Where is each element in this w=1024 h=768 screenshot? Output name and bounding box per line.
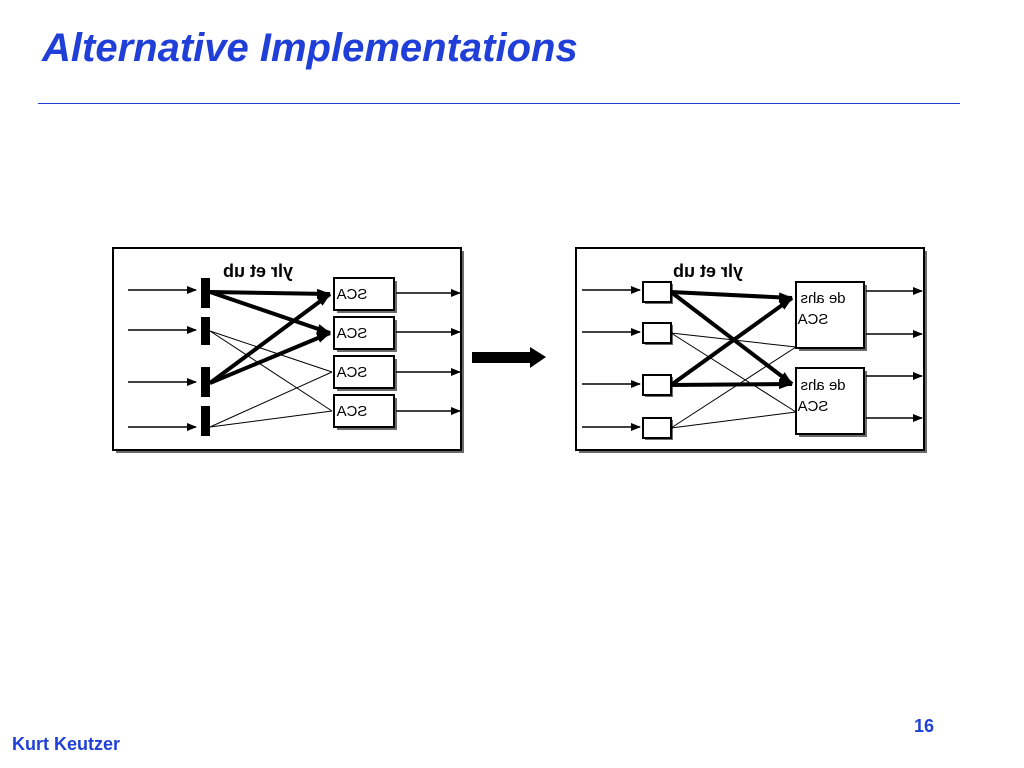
left-header-label: ylr et ub bbox=[223, 261, 293, 281]
left-buffer bbox=[201, 278, 210, 308]
right-sca-label-line1: de ahs bbox=[800, 377, 845, 394]
right-input-arrows bbox=[582, 286, 641, 431]
right-buffer bbox=[642, 374, 672, 396]
left-buffer bbox=[201, 367, 210, 397]
left-sca-label: SCA bbox=[337, 403, 368, 420]
left-buffer bbox=[201, 317, 210, 345]
right-diagram-frame bbox=[575, 247, 925, 451]
left-sca-block bbox=[333, 394, 395, 428]
left-connections bbox=[208, 288, 333, 428]
right-connections bbox=[669, 290, 797, 429]
left-sca-block bbox=[333, 316, 395, 350]
right-buffer bbox=[642, 322, 672, 344]
left-input-arrows bbox=[128, 286, 197, 431]
left-sca-label: SCA bbox=[337, 325, 368, 342]
right-buffer bbox=[642, 281, 672, 303]
right-header-label: ylr et ub bbox=[673, 261, 743, 281]
right-output-arrows bbox=[866, 287, 923, 422]
left-sca-blocks: SCA SCA SCA SCA bbox=[333, 277, 397, 430]
right-sca-block bbox=[795, 281, 865, 349]
right-sca-block bbox=[795, 367, 865, 435]
left-sca-label: SCA bbox=[337, 364, 368, 381]
left-buffer bbox=[201, 406, 210, 436]
right-diagram: ylr et ub bbox=[575, 247, 927, 453]
right-buffer bbox=[642, 417, 672, 439]
right-sca-label-line2: SCA bbox=[798, 311, 829, 328]
left-sca-label: SCA bbox=[337, 286, 368, 303]
author-name: Kurt Keutzer bbox=[12, 734, 121, 754]
right-sca-blocks: de ahs SCA de ahs SCA bbox=[795, 281, 867, 437]
left-output-arrows bbox=[396, 289, 461, 415]
left-sca-block bbox=[333, 355, 395, 389]
right-sca-label-line2: SCA bbox=[798, 398, 829, 415]
left-sca-block bbox=[333, 277, 395, 311]
thick-right-arrow-icon bbox=[472, 347, 546, 368]
slide-title: Alternative Implementations bbox=[42, 26, 578, 70]
left-diagram: ylr et ub bbox=[112, 247, 464, 453]
title-divider bbox=[38, 103, 960, 104]
right-sca-label-line1: de ahs bbox=[800, 290, 845, 307]
page-number: 16 bbox=[914, 716, 935, 736]
left-buffers bbox=[201, 278, 210, 436]
